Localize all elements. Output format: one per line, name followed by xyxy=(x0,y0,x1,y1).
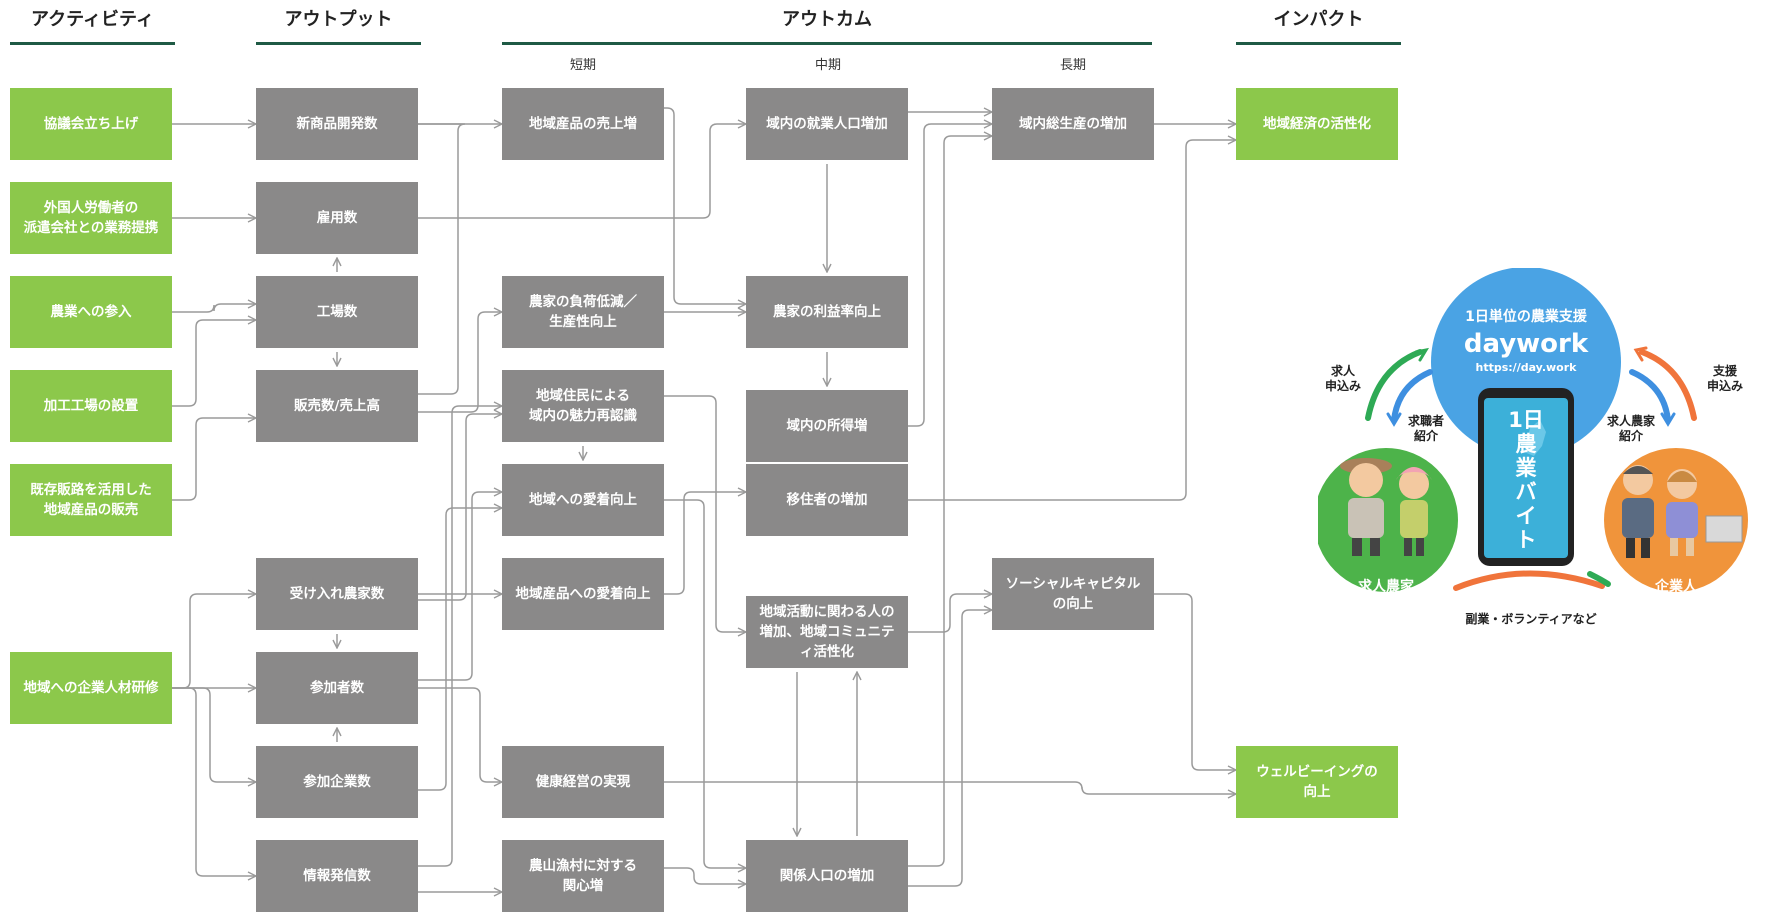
edge-a6-o8 xyxy=(172,687,256,876)
arrow-left-inner-icon xyxy=(1391,369,1433,423)
node-s2: 農家の負荷低減／ 生産性向上 xyxy=(502,276,664,348)
node-o3: 工場数 xyxy=(256,276,418,348)
node-a3: 農業への参入 xyxy=(10,276,172,348)
node-s7: 農山漁村に対する 関心増 xyxy=(502,840,664,912)
label-right-outer: 支援 申込み xyxy=(1706,364,1743,393)
header-activity-rule xyxy=(10,42,175,45)
edge-o6-s6 xyxy=(418,687,502,782)
illustration-graphic xyxy=(1314,267,1748,592)
edge-o2-m1 xyxy=(418,124,746,219)
node-m5: 地域活動に関わる人の 増加、地域コミュニテ ィ活性化 xyxy=(746,596,908,668)
edge-o8-s3 xyxy=(418,406,502,867)
node-o5: 受け入れ農家数 xyxy=(256,558,418,630)
edge-o7-s4 xyxy=(418,508,502,791)
node-a2: 外国人労働者の 派遣会社との業務提携 xyxy=(10,182,172,254)
node-s3: 地域住民による 域内の魅力再認識 xyxy=(502,370,664,442)
edge-s6-i2 xyxy=(664,781,1236,794)
node-m1: 域内の就業人口増加 xyxy=(746,88,908,160)
phone-screen-text: 1日 農 業 バ イ ト xyxy=(1508,408,1544,552)
company-label: 企業人 xyxy=(1655,579,1697,595)
node-a5: 既存販路を活用した 地域産品の販売 xyxy=(10,464,172,536)
farmer-figures-icon xyxy=(1340,458,1432,556)
term-long: 長期 xyxy=(1059,58,1086,73)
company-figures-icon xyxy=(1622,465,1743,558)
node-m6: 関係人口の増加 xyxy=(746,840,908,912)
node-o2: 雇用数 xyxy=(256,182,418,254)
arrow-right-outer-icon xyxy=(1639,349,1697,421)
edge-m6-l2 xyxy=(908,610,992,887)
edge-m5-l2 xyxy=(908,594,992,633)
edge-a3-o3 xyxy=(172,304,256,313)
edge-o6-s4 xyxy=(418,492,502,681)
edge-o4-s2 xyxy=(418,312,502,413)
node-o4: 販売数/売上高 xyxy=(256,370,418,442)
node-s1: 地域産品の売上増 xyxy=(502,88,664,160)
node-m3: 域内の所得増 xyxy=(746,390,908,462)
node-o7: 参加企業数 xyxy=(256,746,418,818)
edge-o5-s3 xyxy=(418,414,502,601)
node-s6: 健康経営の実現 xyxy=(502,746,664,818)
node-o8: 情報発信数 xyxy=(256,840,418,912)
arrow-left-outer-icon xyxy=(1365,349,1423,421)
node-a6: 地域への企業人材研修 xyxy=(10,652,172,724)
edge-s5-m4 xyxy=(664,492,746,595)
edge-a6-o7 xyxy=(172,687,256,782)
edge-a4-o3 xyxy=(172,320,256,407)
header-activity: アクティビティ xyxy=(31,9,154,30)
node-i2: ウェルビーイングの 向上 xyxy=(1236,746,1398,818)
farmer-label: 求人農家 xyxy=(1358,579,1414,595)
service-url: https://day.work xyxy=(1475,361,1577,374)
node-m2: 農家の利益率向上 xyxy=(746,276,908,348)
node-s4: 地域への愛着向上 xyxy=(502,464,664,536)
label-right-inner: 求人農家 紹介 xyxy=(1606,414,1655,443)
node-i1: 地域経済の活性化 xyxy=(1236,88,1398,160)
term-short: 短期 xyxy=(569,58,596,73)
arrow-bottom-icon xyxy=(1453,570,1605,591)
edge-l2-i2 xyxy=(1154,593,1236,770)
node-o1: 新商品開発数 xyxy=(256,88,418,160)
daywork-illustration: 1日単位の農業支援 daywork https://day.work 1日 農 … xyxy=(1314,267,1758,648)
phone-icon xyxy=(1478,388,1574,566)
term-mid: 中期 xyxy=(814,58,841,73)
header-outcome-rule xyxy=(502,42,1152,45)
node-l1: 域内総生産の増加 xyxy=(992,88,1154,160)
node-l2: ソーシャルキャピタル の向上 xyxy=(992,558,1154,630)
edge-o4-o1 xyxy=(256,124,466,395)
node-a1: 協議会立ち上げ xyxy=(10,88,172,160)
edge-m4-i1 xyxy=(908,140,1236,501)
header-output: アウトプット xyxy=(284,9,393,30)
edge-a5-o4 xyxy=(172,418,256,501)
edge-m3-l1 xyxy=(908,124,992,427)
brand-name: daywork xyxy=(1463,329,1589,359)
edge-s4-m6 xyxy=(664,499,746,868)
bottom-caption: 副業・ボランティアなど xyxy=(1465,612,1597,626)
node-s5: 地域産品への愛着向上 xyxy=(502,558,664,630)
edge-s3-m5 xyxy=(664,395,746,632)
header-impact-rule xyxy=(1236,42,1401,45)
edge-s1-m2 xyxy=(664,107,746,304)
label-left-outer: 求人 申込み xyxy=(1324,364,1361,393)
arrow-right-inner-icon xyxy=(1629,369,1671,423)
edge-a6-o5 xyxy=(172,594,256,689)
node-m4: 移住者の増加 xyxy=(746,464,908,536)
node-a4: 加工工場の設置 xyxy=(10,370,172,442)
node-o6: 参加者数 xyxy=(256,652,418,724)
header-outcome: アウトカム xyxy=(782,9,872,30)
service-tagline: 1日単位の農業支援 xyxy=(1465,309,1587,325)
edge-m6-l1 xyxy=(908,136,992,867)
label-left-inner: 求職者 紹介 xyxy=(1407,414,1444,443)
edge-s7-m6 xyxy=(664,867,746,884)
header-output-rule xyxy=(256,42,421,45)
header-impact: インパクト xyxy=(1273,9,1364,30)
